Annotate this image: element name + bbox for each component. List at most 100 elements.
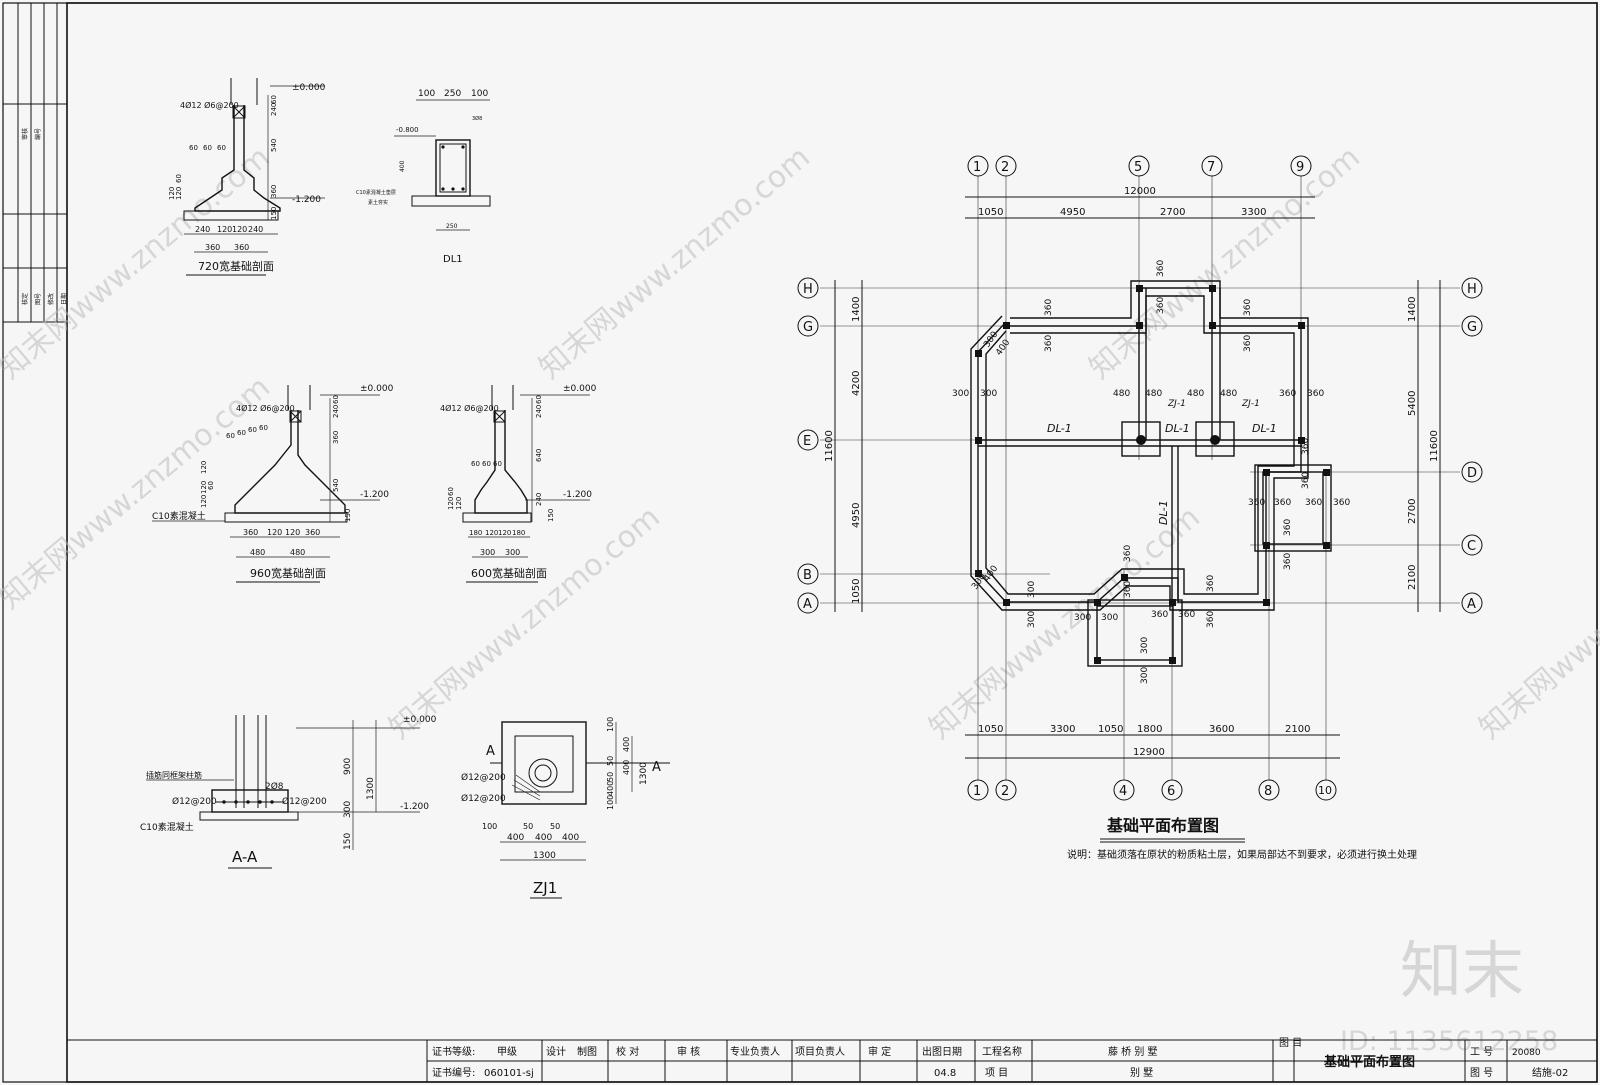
dim-label: 240 [248,225,263,234]
dim-label: 360 [1206,611,1216,628]
strip-label: 图号 [35,293,42,305]
dim-label: 100 [418,89,435,99]
elevation-label: ±0.000 [360,384,394,394]
elevation-label: -1.200 [400,802,429,812]
dim-label: 300 [1140,637,1150,654]
dim-label: 120 [447,497,455,510]
dim-total: 11600 [824,430,835,462]
beam-label: DL-1 [1165,422,1190,435]
dim-label: 180 [512,529,525,537]
tb-cell: 审 定 [868,1045,891,1058]
dim-label: 360 [1333,498,1350,508]
beam-label: DL-1 [1157,500,1170,525]
dim-label: 640 [535,449,543,462]
detail-960: ±0.000 -1.200 4Ø12 Ø6@200 240 60 360 540… [152,384,394,583]
dim-label: 2100 [1285,724,1310,735]
axis-bubble-left: G [803,320,813,335]
dim-label: 400 [535,833,552,843]
dim-label: 360 [1301,438,1311,455]
dim-label: 60 [203,144,212,152]
dim-label: 300 [1101,613,1118,623]
dim-label: 360 [1156,297,1166,314]
dim-label: 250 [446,223,458,230]
dim-label: 1300 [533,851,556,861]
beam-label: DL-1 [1252,422,1277,435]
dim-label: 400 [399,160,406,172]
dim-label: 60 [482,460,491,468]
dim-label: 120 [217,225,232,234]
tb-cell: 结施-02 [1532,1066,1568,1079]
dim-label: 1050 [978,207,1003,218]
dim-label: 240 [332,405,340,418]
strip-label: 审核 [21,128,29,140]
watermark-id: ID: 1135612258 [1340,1026,1558,1057]
dim-label: 300 [1027,581,1037,598]
elevation-label: -1.200 [563,490,592,500]
dim-total: 12900 [1133,747,1165,758]
elevation-label: ±0.000 [563,384,597,394]
dim-label: 120 [175,187,183,200]
dim-label: 300 [1027,611,1037,628]
axis-bubble-bottom: 6 [1167,784,1175,799]
axis-bubble-right: A [1467,597,1476,612]
axis-bubble-bottom: 4 [1119,784,1127,799]
tb-cell: 甲级 [497,1046,517,1058]
tb-cell: 项目负责人 [795,1045,845,1058]
dim-total: 11600 [1429,430,1440,462]
dim-label: 3600 [1209,724,1234,735]
dim-label: 540 [332,479,340,492]
dim-label: 1400 [851,297,862,322]
axis-bubble-top: 1 [973,160,981,175]
detail-title: 600宽基础剖面 [471,566,547,580]
detail-720: ±0.000 -1.200 4Ø12 Ø6@200 240 60 540 360… [168,78,326,276]
dim-label: 360 [1123,545,1133,562]
strip-label: 核定 [21,293,29,305]
dim-label: 4950 [851,503,862,528]
axis-bubble-top: 5 [1134,160,1142,175]
tb-cell: 图 目 [1279,1037,1302,1049]
dim-label: 100 [606,795,615,810]
tb-cell: 工 号 [1470,1046,1493,1058]
dim-label: 360 [1243,299,1253,316]
dim-label: 300 [343,801,353,818]
dim-label: 1300 [639,762,649,785]
dim-label: 360 [1151,610,1168,620]
plan-note: 说明：基础须落在原状的粉质粘土层，如果局部达不到要求，必须进行换土处理 [1067,848,1417,861]
dim-label: 1400 [1407,297,1418,322]
dim-total: 12000 [1124,186,1156,197]
dim-label: 360 [1044,299,1054,316]
detail-zj1: A A Ø12@200 Ø12@200 100 400 50 400 50 40… [461,717,670,899]
dim-label: 240 [535,493,543,506]
dim-label: 300 [505,548,520,557]
dim-label: 360 [1044,335,1054,352]
dim-label: 240 [195,225,210,234]
section-mark: A [486,744,495,759]
dim-label: 240 [535,405,543,418]
axis-bubble-left: H [803,282,813,297]
dim-label: 50 [606,756,615,766]
dim-label: 60 [493,460,502,468]
dim-label: 360 [270,185,278,198]
dim-label: 240 [270,103,278,116]
elevation-label: -1.200 [292,195,321,205]
axis-bubble-right: D [1467,466,1477,481]
tb-cell: 别 墅 [1130,1067,1153,1079]
dim-label: 360 [243,528,258,537]
rebar-label: 4Ø12 Ø6@200 [236,403,295,413]
dim-label: 300 [980,389,997,399]
dim-label: 900 [343,758,353,775]
dim-label: 120 [232,225,247,234]
dim-label: 360 [1178,610,1195,620]
dim-label: 480 [1113,389,1130,399]
detail-600: ±0.000 -1.200 4Ø12 Ø6@200 240 60 640 240… [440,384,597,583]
footing-label: ZJ-1 [1167,399,1186,409]
dim-label: 60 [259,424,268,432]
dim-label: 50 [523,822,533,831]
dim-label: 360 [1305,498,1322,508]
dim-label: 1050 [851,579,862,604]
dim-label: 400 [562,833,579,843]
dim-label: 480 [1145,389,1162,399]
dim-label: 120 [200,481,208,494]
dim-label: 60 [175,174,183,183]
note-label: C10素混凝土垫层 [356,189,396,196]
